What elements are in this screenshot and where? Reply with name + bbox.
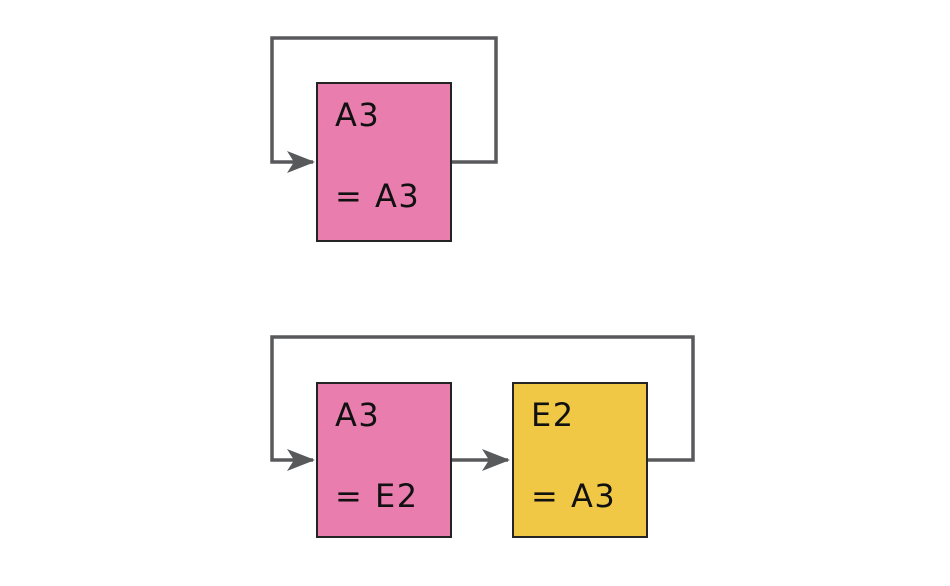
cell-title: A3 <box>335 96 381 134</box>
cell-node-a3-self[interactable]: A3 = A3 <box>316 82 452 242</box>
cell-formula: = A3 <box>335 177 421 215</box>
self-loop-connector <box>270 36 498 173</box>
mutual-loop-connector <box>270 335 695 471</box>
cell-title: E2 <box>531 396 575 434</box>
cell-title: A3 <box>335 396 381 434</box>
cell-formula: = A3 <box>531 477 617 515</box>
cell-node-e2[interactable]: E2 = A3 <box>512 382 648 538</box>
cell-node-a3[interactable]: A3 = E2 <box>316 382 452 538</box>
cell-formula: = E2 <box>335 477 419 515</box>
